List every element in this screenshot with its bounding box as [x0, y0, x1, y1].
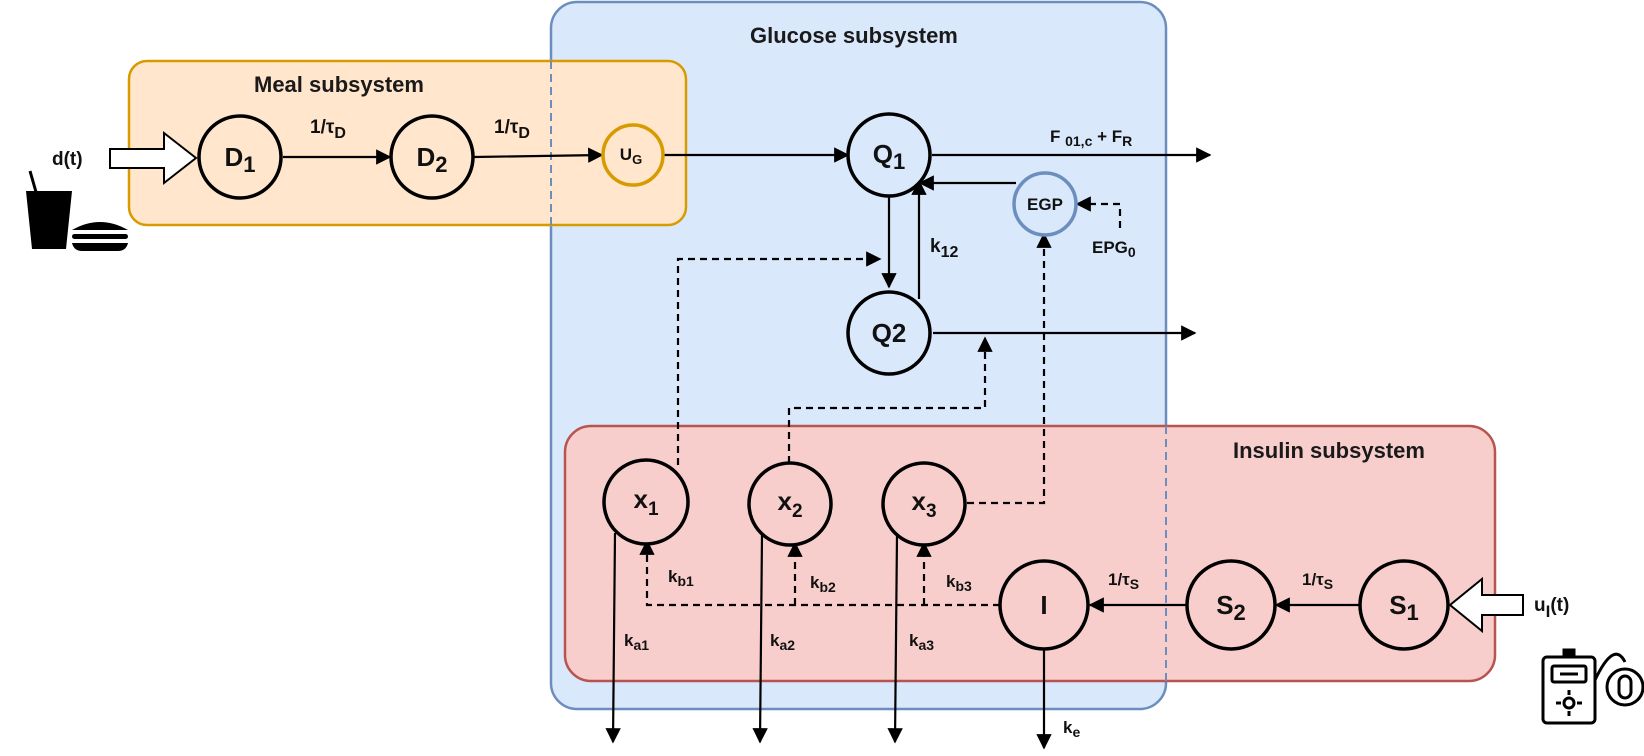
label-ke: ke	[1063, 718, 1080, 740]
label-kb3: kb3	[946, 572, 972, 594]
svg-text:I: I	[1040, 590, 1047, 620]
node-s1: S1	[1358, 559, 1450, 651]
label-tau-s-1: 1/τS	[1108, 570, 1139, 592]
node-x3: x3	[881, 461, 967, 547]
label-ka1: ka1	[624, 631, 649, 653]
svg-text:x1: x1	[633, 484, 658, 520]
svg-text:D1: D1	[224, 142, 255, 177]
svg-text:UG: UG	[620, 145, 642, 167]
node-s2: S2	[1185, 559, 1277, 651]
edge-x1-ka1	[605, 532, 621, 744]
label-tau-d-2: 1/τD	[494, 117, 530, 142]
svg-text:Q2: Q2	[872, 318, 907, 348]
edge-egp0-egp	[1075, 196, 1122, 228]
insulin-subsystem-title: Insulin subsystem	[1233, 438, 1425, 463]
label-kb2: kb2	[810, 573, 836, 595]
label-tau-d-1: 1/τD	[310, 117, 346, 142]
edge-i-x1	[639, 539, 1000, 607]
label-k12: k12	[930, 236, 958, 261]
label-kb1: kb1	[668, 567, 694, 589]
edge-x2-ka2	[752, 534, 768, 744]
label-insulin-input: uI(t)	[1534, 595, 1569, 621]
label-epg0: EPG0	[1092, 238, 1136, 260]
meal-input-arrow	[109, 130, 198, 186]
svg-text:Q1: Q1	[873, 139, 905, 174]
label-ka2: ka2	[770, 631, 795, 653]
node-q1: Q1	[846, 112, 932, 198]
node-egp: EGP	[1012, 171, 1078, 237]
label-meal-input: d(t)	[52, 149, 83, 170]
edge-d2-ug	[473, 147, 604, 163]
edge-x3-egp	[967, 232, 1052, 505]
insulin-input-arrow	[1448, 576, 1524, 634]
label-tau-s-2: 1/τS	[1302, 570, 1333, 592]
glucose-subsystem-title: Glucose subsystem	[750, 23, 958, 48]
node-d1: D1	[197, 114, 283, 200]
svg-text:S2: S2	[1216, 590, 1246, 625]
node-d2: D2	[389, 114, 475, 200]
svg-text:EGP: EGP	[1027, 195, 1063, 214]
node-ug: UG	[601, 123, 665, 187]
label-f-out: F 01,c + FR	[1050, 127, 1132, 149]
node-x2: x2	[747, 461, 833, 547]
node-i: I	[998, 559, 1090, 651]
insulin-pump-icon	[1541, 648, 1644, 725]
node-x1: x1	[602, 458, 690, 546]
svg-text:D2: D2	[416, 142, 447, 177]
edge-x2-disposal	[787, 336, 993, 463]
svg-text:x2: x2	[777, 486, 802, 522]
edge-x1-transport	[676, 251, 882, 465]
svg-text:x3: x3	[911, 486, 936, 522]
label-ka3: ka3	[909, 631, 934, 653]
meal-subsystem-title: Meal subsystem	[254, 72, 424, 97]
svg-text:S1: S1	[1389, 590, 1419, 625]
node-q2: Q2	[846, 290, 932, 376]
edge-x3-ka3	[887, 534, 903, 744]
drink-and-burger-icon	[26, 170, 128, 251]
